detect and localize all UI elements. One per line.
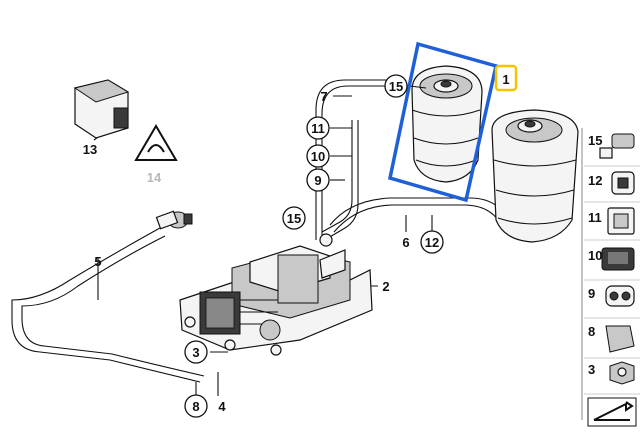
callout-13[interactable]: 13 bbox=[83, 142, 97, 157]
hose-5 bbox=[11, 227, 201, 383]
callout-label: 15 bbox=[389, 79, 403, 94]
air-spring-1[interactable] bbox=[409, 65, 483, 183]
svg-text:15: 15 bbox=[588, 133, 602, 148]
air-line-7 bbox=[315, 79, 388, 240]
hose-fitting[interactable] bbox=[155, 210, 193, 230]
warning-symbol-icon bbox=[147, 144, 165, 153]
air-line-7b bbox=[321, 85, 392, 240]
air-lines bbox=[11, 79, 511, 396]
callout-14[interactable]: 14 bbox=[147, 170, 162, 185]
callout-label: 15 bbox=[287, 211, 301, 226]
legend-item-10[interactable]: 10 bbox=[588, 247, 635, 271]
control-unit-13[interactable] bbox=[73, 79, 130, 139]
hose-5b bbox=[21, 235, 205, 377]
callout-10[interactable]: 10 bbox=[306, 144, 330, 168]
callout-12[interactable]: 12 bbox=[420, 230, 444, 254]
svg-text:10: 10 bbox=[588, 248, 602, 263]
callout-label: 10 bbox=[311, 149, 325, 164]
callout-15-top[interactable]: 15 bbox=[384, 74, 408, 98]
air-line-12 bbox=[333, 204, 505, 233]
callout-label: 3 bbox=[192, 345, 199, 360]
legend-item-12[interactable]: 12 bbox=[588, 171, 635, 195]
callout-5[interactable]: 5 bbox=[94, 254, 101, 269]
legend-item-15[interactable]: 15 bbox=[588, 133, 635, 159]
air-line-11 bbox=[321, 120, 353, 233]
legend-item-3[interactable]: 3 bbox=[588, 361, 635, 385]
callout-label: 8 bbox=[192, 399, 199, 414]
callout-11[interactable]: 11 bbox=[306, 116, 330, 140]
callout-label: 12 bbox=[425, 235, 439, 250]
callout-1[interactable]: 1 bbox=[502, 72, 509, 87]
callout-8[interactable]: 8 bbox=[184, 394, 208, 418]
callout-7[interactable]: 7 bbox=[320, 89, 327, 104]
callout-9[interactable]: 9 bbox=[306, 168, 330, 192]
svg-text:11: 11 bbox=[588, 210, 602, 225]
bracket-3[interactable] bbox=[184, 316, 282, 356]
small-parts-legend: 15 12 11 10 9 8 bbox=[581, 128, 640, 427]
warning-label-14[interactable] bbox=[134, 124, 178, 161]
svg-text:8: 8 bbox=[588, 324, 595, 339]
callouts: 15 11 10 9 15 12 3 8 1 bbox=[83, 72, 510, 418]
legend-arrow-icon[interactable] bbox=[587, 397, 637, 427]
svg-text:12: 12 bbox=[588, 173, 602, 188]
air-spring-right[interactable] bbox=[491, 109, 579, 243]
legend-item-11[interactable]: 11 bbox=[588, 207, 635, 235]
callout-15-mid[interactable]: 15 bbox=[282, 206, 306, 230]
callout-4[interactable]: 4 bbox=[218, 399, 226, 414]
selection-box[interactable] bbox=[387, 41, 499, 203]
svg-text:9: 9 bbox=[588, 286, 595, 301]
legend-item-9[interactable]: 9 bbox=[588, 285, 635, 307]
callout-6[interactable]: 6 bbox=[402, 235, 409, 250]
callout-3[interactable]: 3 bbox=[184, 340, 208, 364]
callout-label: 11 bbox=[311, 121, 325, 136]
compressor-2[interactable] bbox=[179, 233, 373, 351]
legend-item-8[interactable]: 8 bbox=[588, 324, 635, 353]
callout-2[interactable]: 2 bbox=[382, 279, 389, 294]
callout-label: 9 bbox=[314, 173, 321, 188]
part-marker-1[interactable] bbox=[494, 64, 518, 92]
svg-text:3: 3 bbox=[588, 362, 595, 377]
